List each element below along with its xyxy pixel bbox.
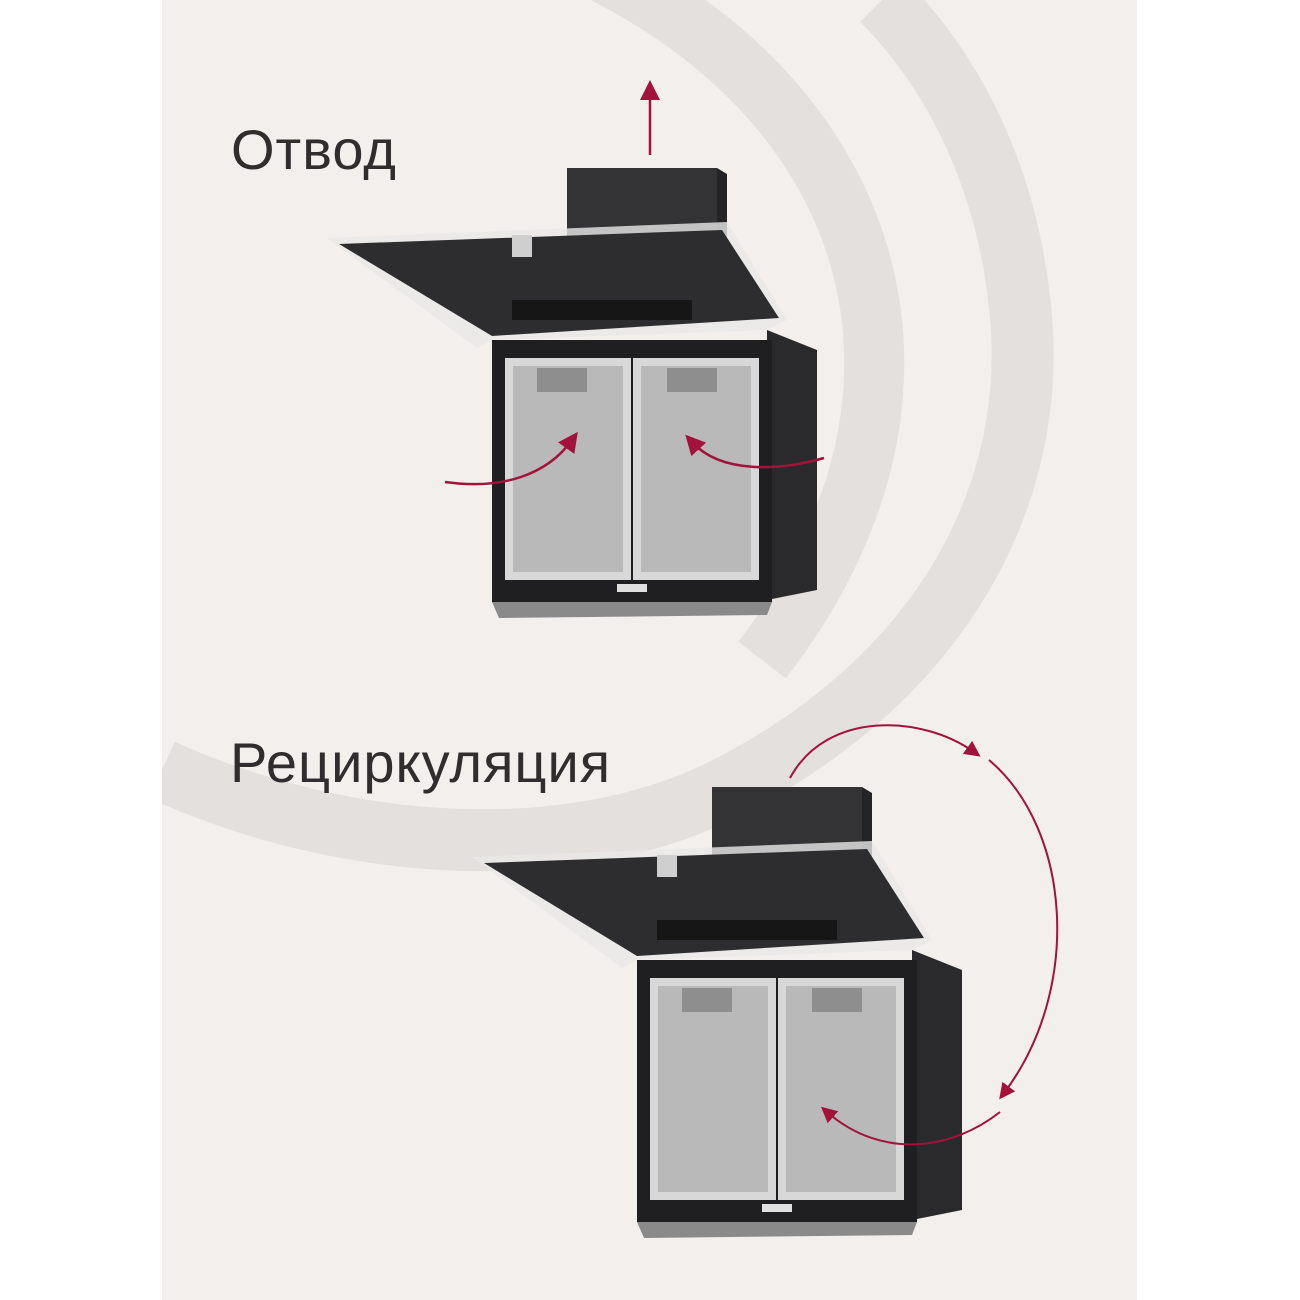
range-hood-recirculation [472,787,962,1238]
section-title-exhaust: Отвод [231,118,397,181]
arc-inner [590,0,905,679]
arc-outer [162,0,1054,872]
grease-filter-left [513,366,623,572]
grease-filter-right [786,986,896,1192]
range-hood-exhaust [327,168,817,618]
grease-filter-left [658,986,768,1192]
section-title-recirculation: Рециркуляция [230,731,612,794]
grease-filter-right [641,366,751,572]
background-arcs [162,0,1054,872]
glass-panel [339,230,779,336]
infographic-panel: Отвод Рециркуляция [162,0,1137,1300]
